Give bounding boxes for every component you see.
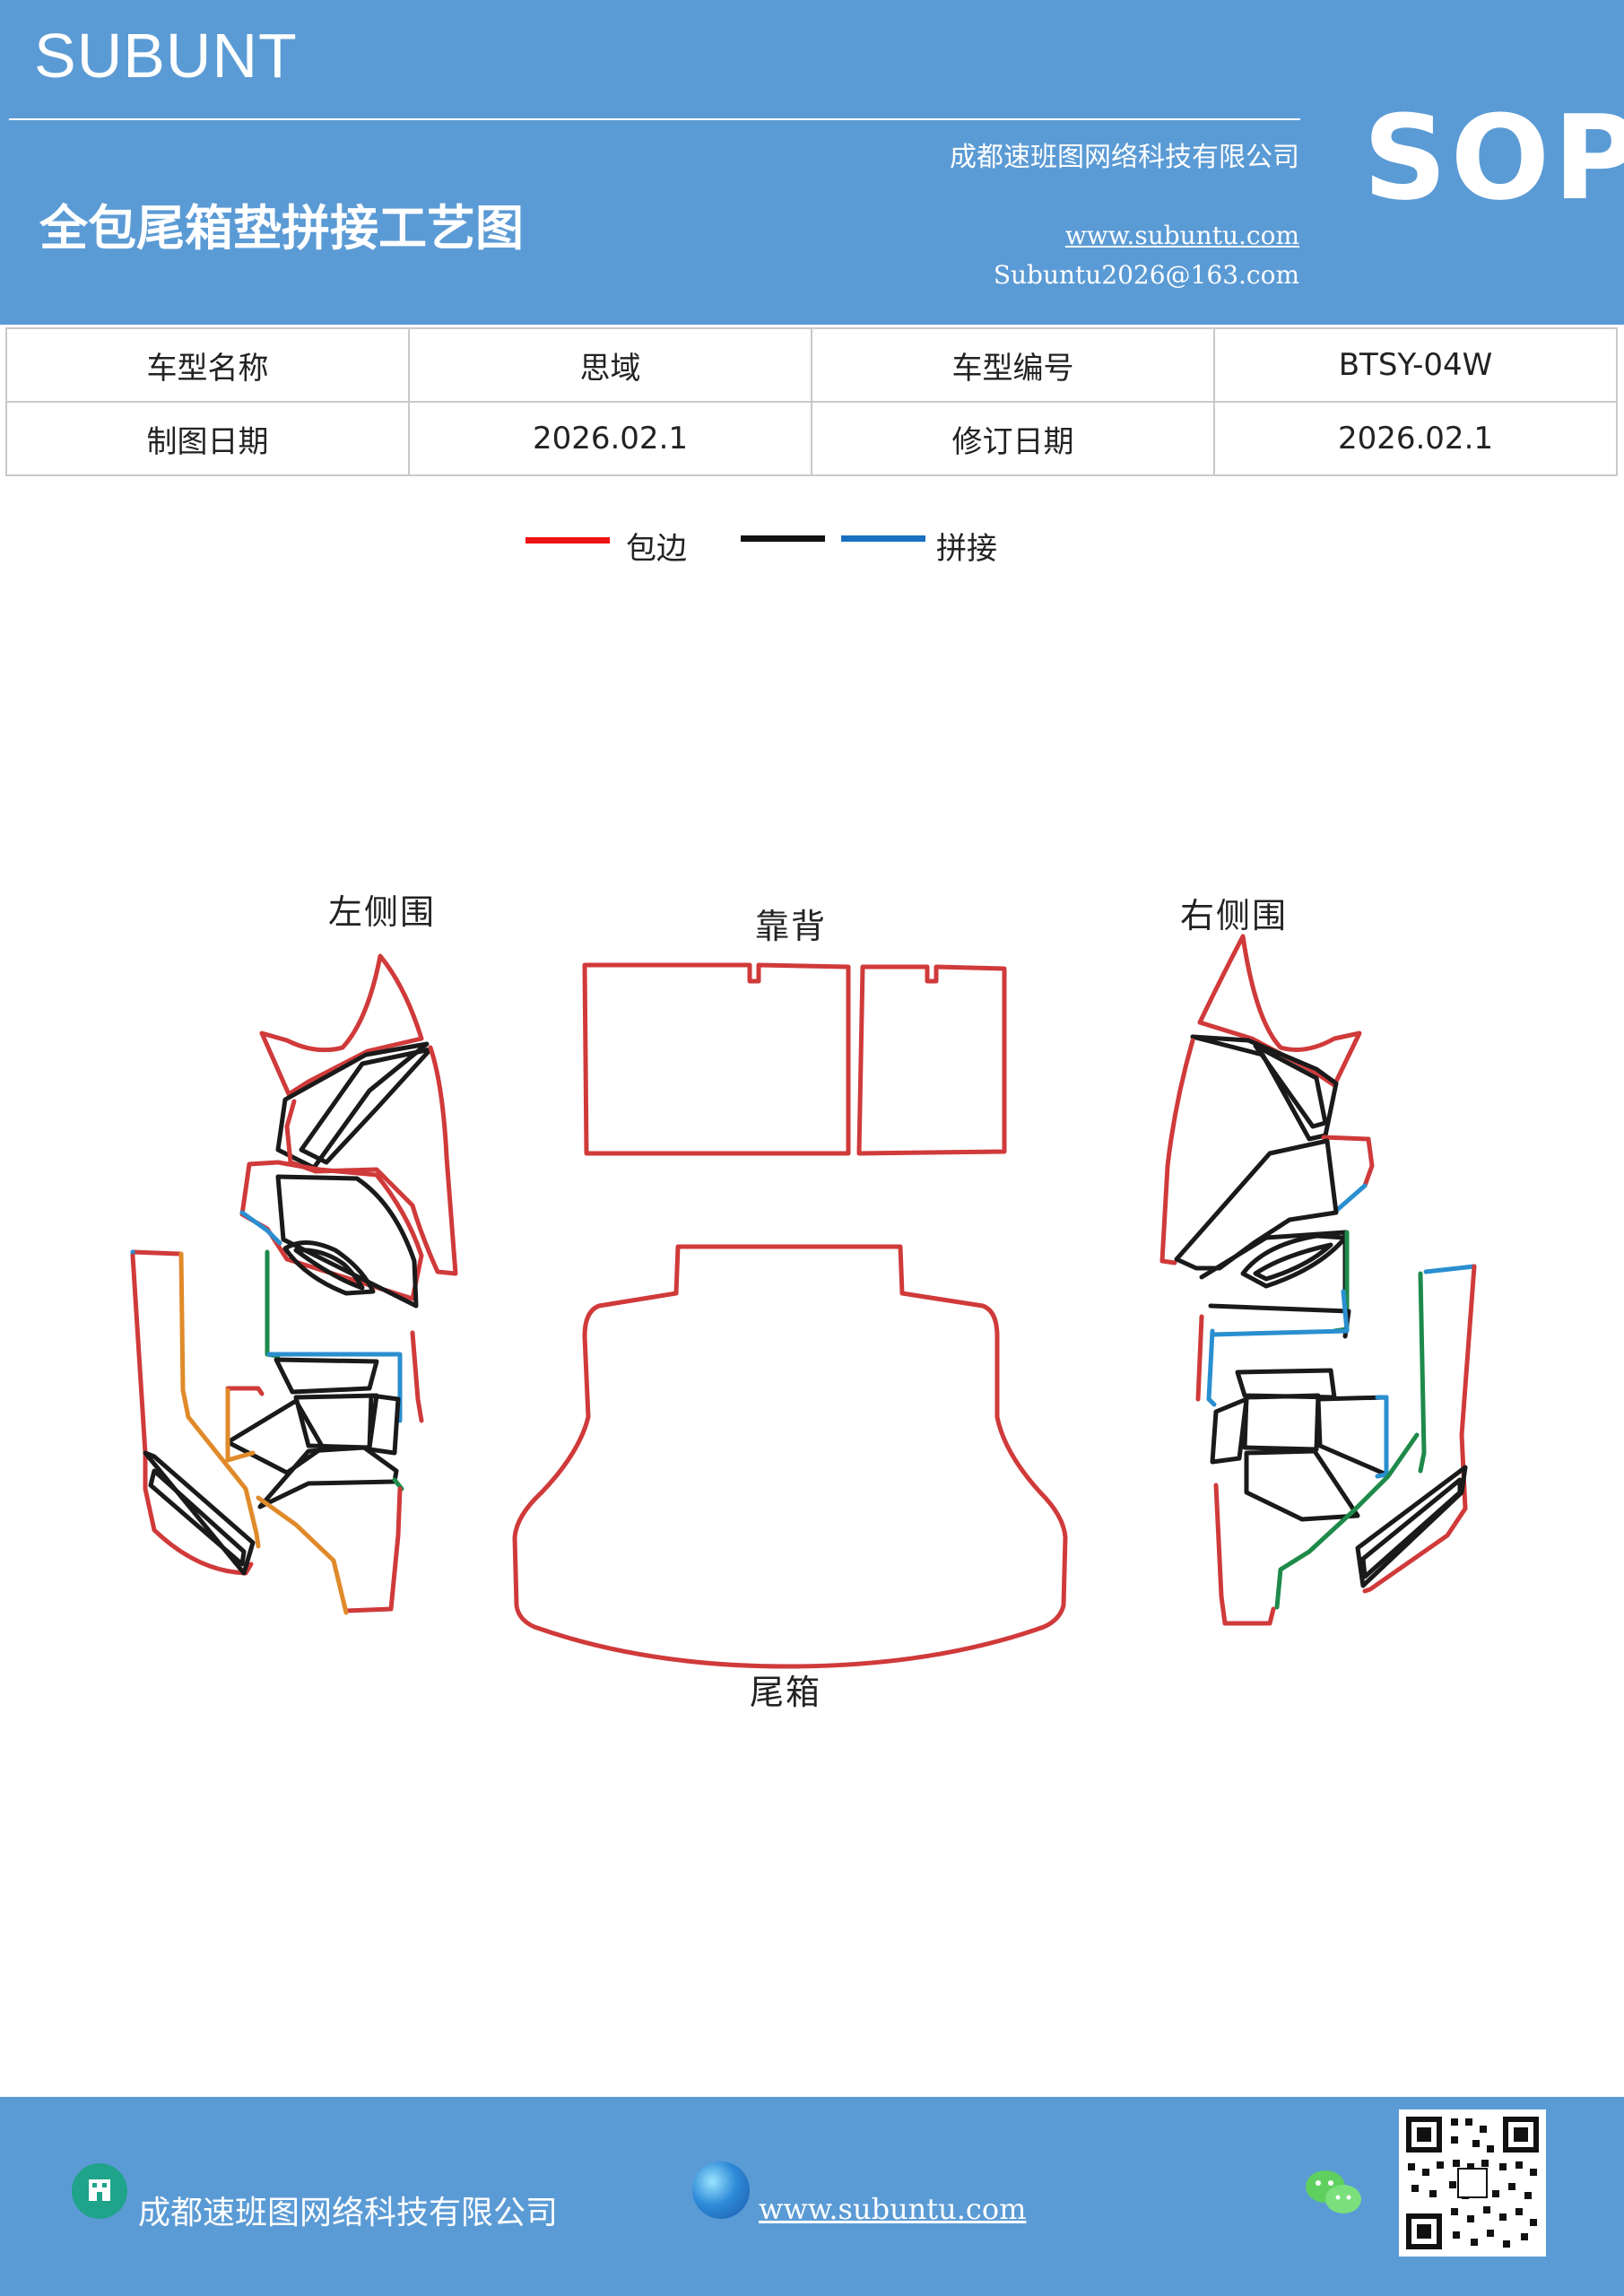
left-side-panel-label: 左侧围 <box>328 892 437 932</box>
table-cell: 思域 <box>408 327 812 403</box>
table-cell: 修订日期 <box>811 401 1215 476</box>
website-link-footer[interactable]: www.subuntu.com <box>759 2192 1027 2226</box>
table-cell: 2026.02.1 <box>408 401 812 476</box>
right-side-panel-group <box>1159 934 1477 1626</box>
email-header: Subuntu2026@163.com <box>993 260 1299 290</box>
table-cell: 2026.02.1 <box>1213 401 1618 476</box>
legend-splice-blue-swatch <box>841 535 925 542</box>
table-row: 制图日期 2026.02.1 修订日期 2026.02.1 <box>5 401 1618 476</box>
table-cell: 车型名称 <box>5 327 410 403</box>
legend-splice-black-swatch <box>741 535 825 542</box>
legend-wrap-edge-label: 包边 <box>626 531 687 567</box>
backrest-panel-right <box>856 964 1007 1156</box>
vehicle-info-table: 车型名称 思域 车型编号 BTSY-04W 制图日期 2026.02.1 修订日… <box>5 327 1618 476</box>
legend-splice-label: 拼接 <box>936 531 997 567</box>
trunk-floor-panel <box>512 1244 1068 1669</box>
table-cell: 制图日期 <box>5 401 410 476</box>
office-building-icon <box>72 2163 127 2219</box>
document-title: 全包尾箱垫拼接工艺图 <box>39 200 524 257</box>
website-link-header[interactable]: www.subuntu.com <box>1064 221 1299 250</box>
wechat-icon[interactable] <box>1302 2165 1365 2219</box>
backrest-panel-left <box>582 962 851 1156</box>
trunk-floor-label: 尾箱 <box>750 1673 822 1712</box>
table-cell: 车型编号 <box>811 327 1215 403</box>
left-side-panel-group <box>130 953 458 1615</box>
company-name-header: 成都速班图网络科技有限公司 <box>950 142 1299 173</box>
table-row: 车型名称 思域 车型编号 BTSY-04W <box>5 327 1618 403</box>
header-divider <box>9 118 1300 120</box>
right-side-panel-label: 右侧围 <box>1180 896 1289 935</box>
table-cell: BTSY-04W <box>1213 327 1618 403</box>
legend-wrap-edge-swatch <box>525 537 610 544</box>
sop-badge: SOP <box>1363 90 1624 226</box>
company-name-footer: 成都速班图网络科技有限公司 <box>138 2195 559 2231</box>
header-banner <box>0 0 1624 325</box>
globe-icon <box>692 2161 750 2219</box>
backrest-label: 靠背 <box>755 907 828 946</box>
qr-code <box>1399 2109 1546 2257</box>
brand-name: SUBUNT <box>34 21 298 91</box>
